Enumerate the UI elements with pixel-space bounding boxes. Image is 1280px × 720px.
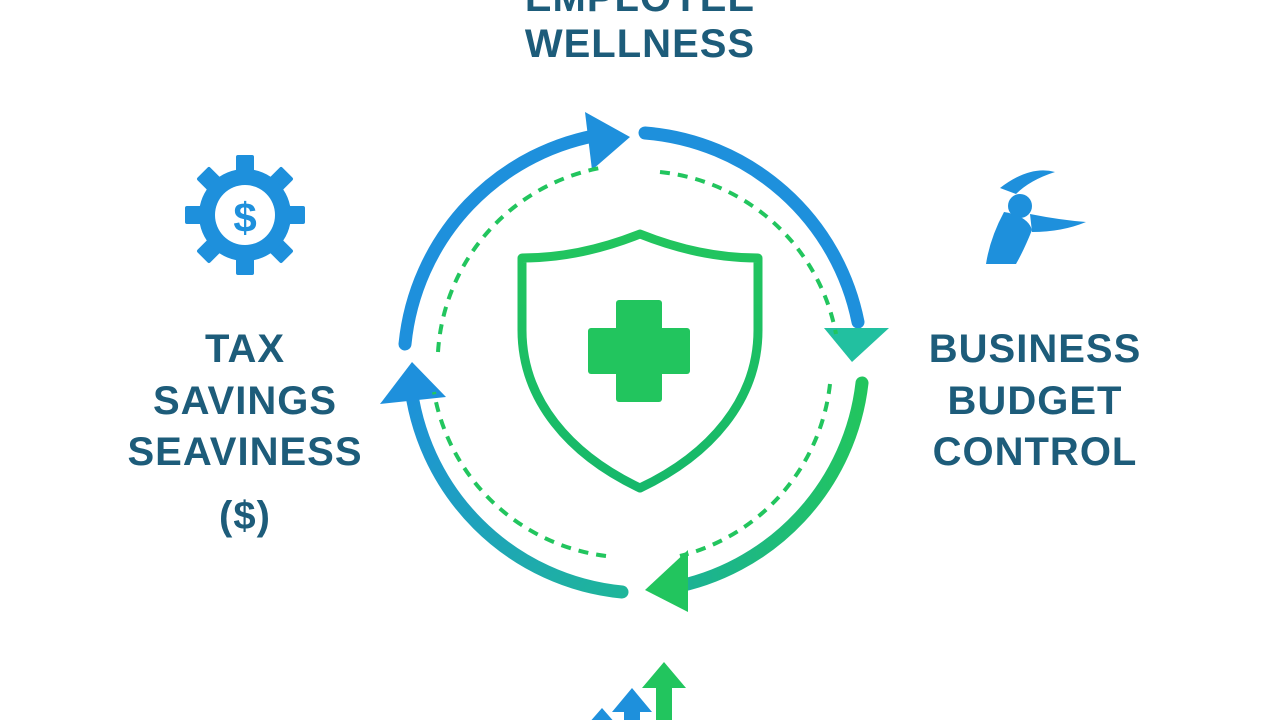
inner-dashed-arc-right — [659, 170, 838, 335]
outer-arrowhead-bottom — [645, 550, 688, 612]
diagram-title-cut-line: EMPLOYEE — [440, 0, 840, 18]
shield-medical-cross-icon — [517, 229, 763, 493]
growth-arrows-chart-icon — [591, 662, 686, 720]
right-label-line-1: BUSINESS — [928, 327, 1142, 371]
inner-dashed-arc-bottom-left — [432, 391, 607, 558]
diagram-title: WELLNESS — [524, 22, 756, 66]
stretching-person-icon — [986, 170, 1086, 264]
outer-arc-bottom-left — [403, 373, 629, 599]
left-label-line-4: ($) — [219, 494, 271, 538]
right-label-line-2: BUDGET — [947, 379, 1123, 423]
left-label-line-3: SEAVINESS — [127, 430, 363, 474]
outer-arc-top-left — [398, 127, 612, 351]
left-label-line-1: TAX — [204, 327, 286, 371]
right-label-line-3: CONTROL — [932, 430, 1138, 474]
outer-arrowhead-right — [824, 328, 889, 362]
left-label-line-2: SAVINGS — [152, 379, 338, 423]
outer-arc-top-right — [638, 126, 865, 329]
outer-arrowhead-left — [380, 362, 446, 404]
outer-arrowhead-top — [585, 112, 630, 170]
inner-dashed-arc-left — [436, 166, 601, 353]
dollar-gear-icon: $ — [185, 155, 305, 275]
gear-dollar-symbol: $ — [233, 194, 256, 241]
outer-arc-bottom-right — [663, 376, 869, 595]
inner-dashed-arc-bottom-right — [679, 383, 832, 558]
